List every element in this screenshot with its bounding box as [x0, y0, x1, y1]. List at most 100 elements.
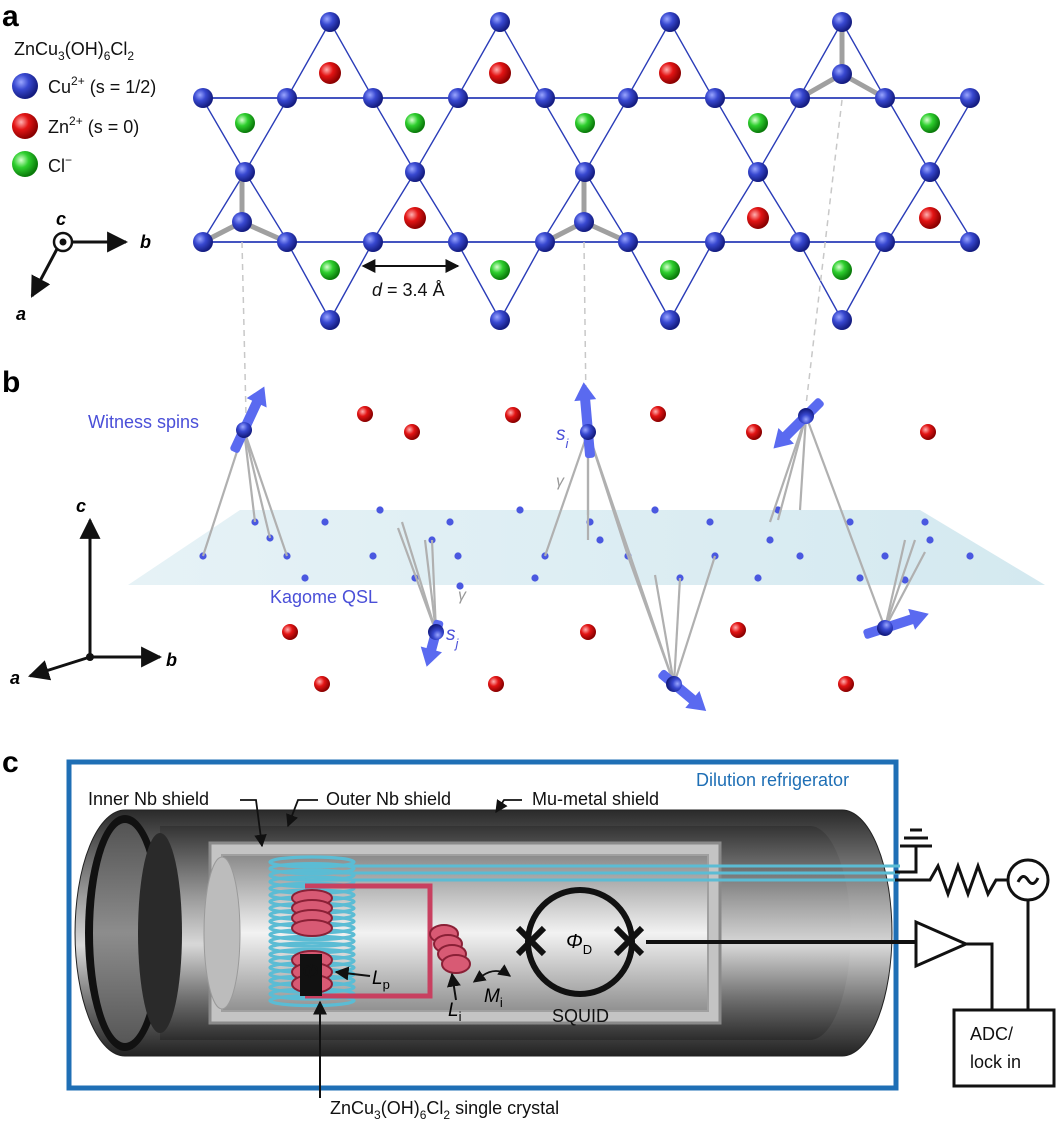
- cu-atom: [277, 232, 297, 252]
- spin-site: [580, 424, 596, 440]
- spin-arrow: [230, 386, 267, 453]
- spin-head: [246, 386, 267, 408]
- zn-atom-3d: [357, 406, 373, 422]
- spin-arrow: [773, 398, 824, 449]
- phi-label: Φ: [302, 961, 319, 983]
- legend-cu-swatch: [12, 73, 38, 99]
- kagome-triangle: [540, 97, 630, 174]
- zn-atom-3d: [730, 622, 746, 638]
- coupling-line: [804, 415, 887, 629]
- kagome-triangle: [797, 241, 887, 322]
- qsl-site: [966, 552, 974, 560]
- panel-b-atoms: [199, 382, 974, 711]
- lp-label: Lp: [372, 968, 390, 992]
- qsl-site: [901, 576, 909, 584]
- qsl-site: [454, 552, 462, 560]
- coupling-line: [883, 539, 907, 629]
- sample-crystal: [300, 954, 322, 996]
- cu-atom: [832, 64, 852, 84]
- zn-atom-3d: [838, 676, 854, 692]
- adc-label-line1: ADC/: [970, 1024, 1013, 1044]
- cl-atom: [405, 113, 425, 133]
- cl-atom: [660, 260, 680, 280]
- cu-atom: [363, 232, 383, 252]
- witness-spins-label: Witness spins: [88, 412, 199, 432]
- distance-label: d = 3.4 Å: [372, 280, 445, 300]
- coupling-line: [884, 551, 926, 629]
- zn-atom-3d: [314, 676, 330, 692]
- pickup-turn: [268, 861, 356, 876]
- qsl-site: [706, 518, 714, 526]
- cu-atom: [960, 232, 980, 252]
- qsl-site: [321, 518, 329, 526]
- adc-label-line2: lock in: [970, 1052, 1021, 1072]
- coil-turn-lp-top: [291, 919, 333, 937]
- axis-a-b: b: [140, 232, 151, 252]
- spin-head: [574, 382, 597, 402]
- zn-atom-3d: [404, 424, 420, 440]
- fridge-label: Dilution refrigerator: [696, 770, 849, 790]
- spin-head: [685, 691, 707, 711]
- cl-atom: [490, 260, 510, 280]
- lp-pointer: [334, 966, 371, 981]
- distance-marker: d = 3.4 Å: [361, 259, 460, 300]
- spin-arrow: [574, 382, 597, 459]
- qsl-site: [446, 518, 454, 526]
- axis-b-b: b: [166, 650, 177, 670]
- spin-site: [666, 676, 682, 692]
- cu-atom: [790, 232, 810, 252]
- qsl-site: [651, 506, 659, 514]
- panel-a-label: a: [2, 0, 19, 33]
- spin-arrow: [658, 669, 707, 711]
- coupling-line: [242, 429, 272, 539]
- kagome-triangle: [455, 20, 545, 99]
- zn-atom-3d: [920, 424, 936, 440]
- spin-site: [877, 620, 893, 636]
- phi-d-label: ΦD: [566, 931, 592, 957]
- outer-shield-pointer: [286, 799, 318, 828]
- coil-turn-li: [441, 954, 471, 974]
- axis-b-a: a: [10, 668, 20, 688]
- axis-a-c: c: [56, 209, 66, 229]
- qsl-site: [531, 574, 539, 582]
- cu-atom: [535, 232, 555, 252]
- spin-arrow: [863, 608, 929, 639]
- spin-site: [236, 422, 252, 438]
- zn-atom: [404, 207, 426, 229]
- coupling-line: [242, 429, 257, 523]
- cu-atom: [618, 232, 638, 252]
- zn-atom-3d: [746, 424, 762, 440]
- coupling-line: [672, 577, 682, 685]
- zn-atom-3d: [488, 676, 504, 692]
- coupling-line: [768, 415, 808, 523]
- cl-atom: [320, 260, 340, 280]
- kagome-triangle: [285, 241, 375, 322]
- coupling-line: [672, 555, 717, 685]
- cu-atom: [490, 310, 510, 330]
- qsl-site: [376, 506, 384, 514]
- cu-atom: [320, 310, 340, 330]
- qsl-site: [301, 574, 309, 582]
- cu-atom: [790, 88, 810, 108]
- coupling-line: [396, 527, 438, 633]
- cu-atom: [320, 12, 340, 32]
- kagome-triangle: [713, 97, 803, 174]
- kagome-triangle: [625, 20, 715, 99]
- kagome-triangle: [370, 97, 460, 174]
- spin-head: [420, 646, 442, 667]
- cu-atom: [875, 232, 895, 252]
- cu-atom: [193, 232, 213, 252]
- kagome-lattice: [193, 12, 980, 330]
- squid: [515, 887, 916, 997]
- cu-atom: [920, 162, 940, 182]
- legend-zn-label: Zn2+ (s = 0): [48, 114, 139, 137]
- kagome-triangle: [455, 241, 545, 322]
- kagome-triangle: [200, 97, 290, 174]
- outer-shield-label: Outer Nb shield: [326, 789, 451, 809]
- cu-atom: [448, 88, 468, 108]
- pickup-turn: [268, 855, 356, 869]
- coupling-line: [423, 539, 438, 633]
- legend-zn-swatch: [12, 113, 38, 139]
- qsl-site: [516, 506, 524, 514]
